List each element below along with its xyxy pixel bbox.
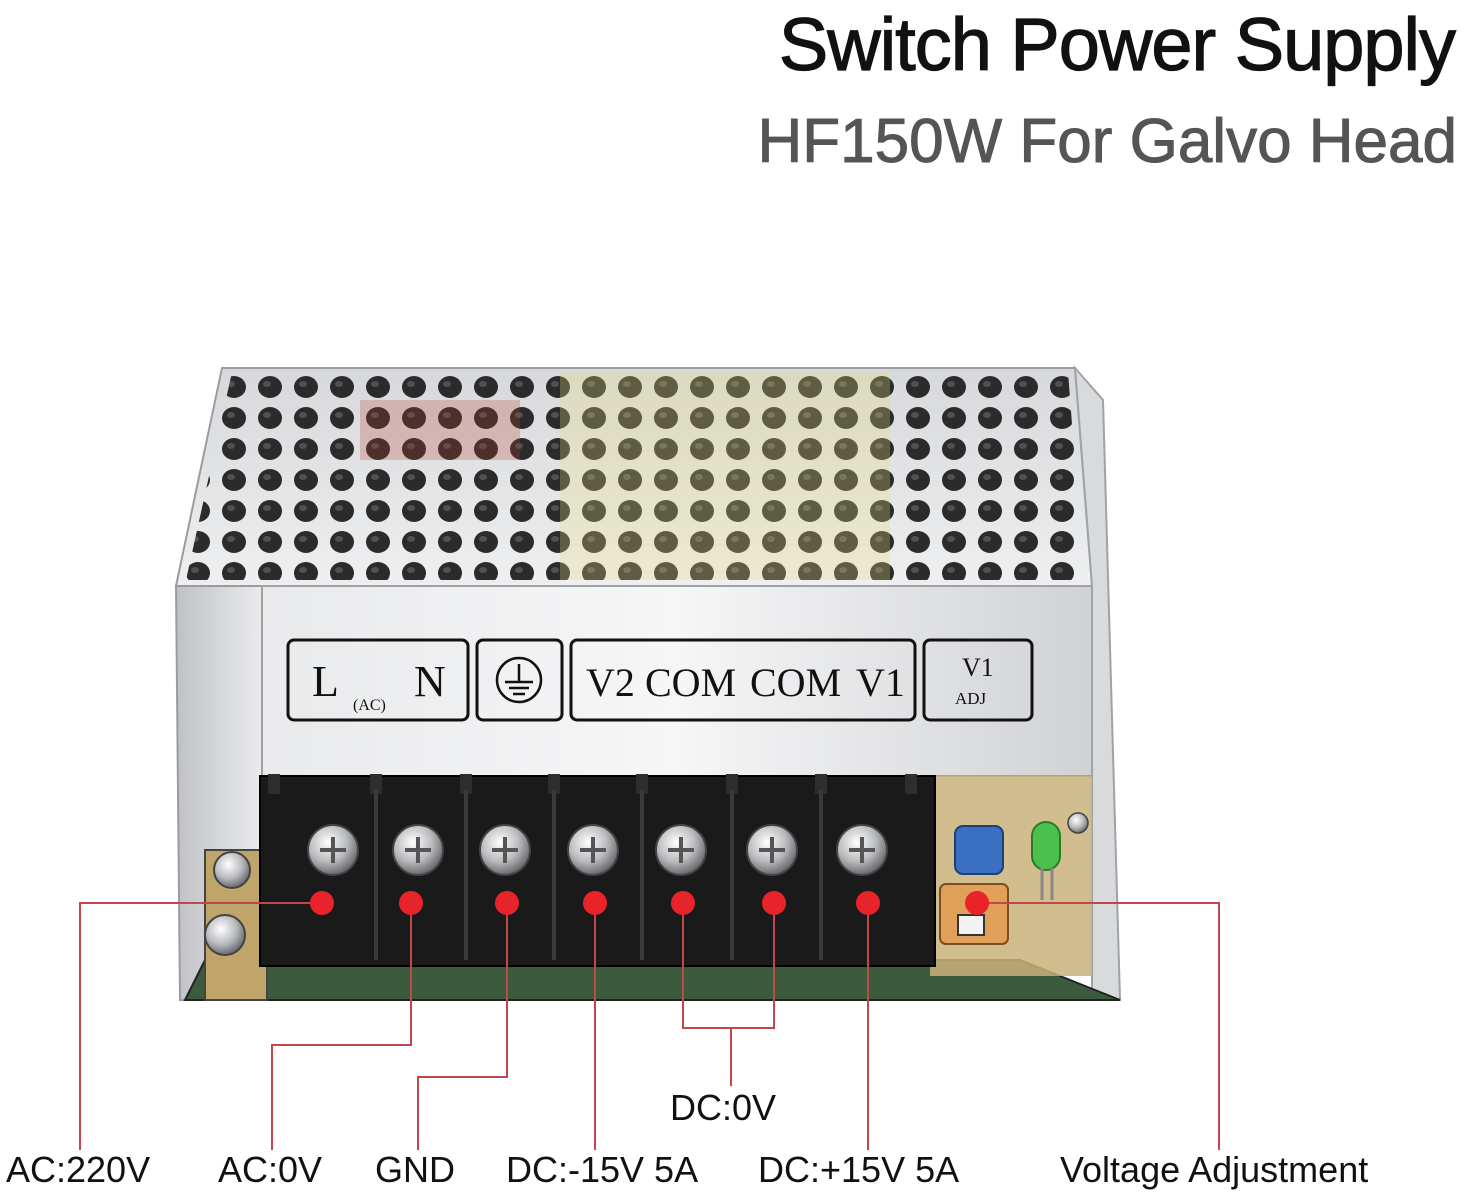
terminal-block: [259, 774, 936, 967]
terminal-label-strip: L (AC) N V2 COM COM V1 V1 ADJ: [286, 638, 1034, 722]
label-v2: V2: [586, 660, 635, 705]
terminal-markers: [310, 891, 989, 915]
callout-gnd: GND: [375, 1149, 455, 1190]
page-subtitle: HF150W For Galvo Head: [757, 107, 1457, 177]
label-l: L: [312, 657, 339, 706]
label-n: N: [414, 657, 446, 706]
page-title: Switch Power Supply: [778, 2, 1456, 86]
label-com2: COM: [750, 660, 841, 705]
mounting-screw-icon: [204, 914, 246, 956]
capacitor-icon: [954, 825, 1004, 875]
label-com1: COM: [645, 660, 736, 705]
mounting-screw-icon: [213, 851, 251, 889]
callout-voltage-adjustment: Voltage Adjustment: [1060, 1149, 1369, 1190]
led-icon: [1031, 821, 1061, 900]
case-front: [261, 585, 1093, 777]
perforated-cover: [174, 367, 1094, 587]
callout-dc-0v: DC:0V: [670, 1087, 777, 1128]
callout-ac-0v: AC:0V: [218, 1149, 323, 1190]
callout-dc-minus-15v: DC:-15V 5A: [506, 1149, 699, 1190]
callout-ac-220v: AC:220V: [6, 1149, 151, 1190]
label-v1: V1: [856, 660, 905, 705]
label-v1-adj-bottom: ADJ: [955, 689, 987, 708]
terminal-screws: [307, 824, 888, 876]
callout-dc-plus-15v: DC:+15V 5A: [758, 1149, 960, 1190]
callout-leader-lines: [79, 902, 1220, 1150]
ground-symbol-icon: [495, 656, 543, 704]
label-v1-adj-top: V1: [962, 653, 994, 682]
label-ac: (AC): [353, 697, 386, 714]
